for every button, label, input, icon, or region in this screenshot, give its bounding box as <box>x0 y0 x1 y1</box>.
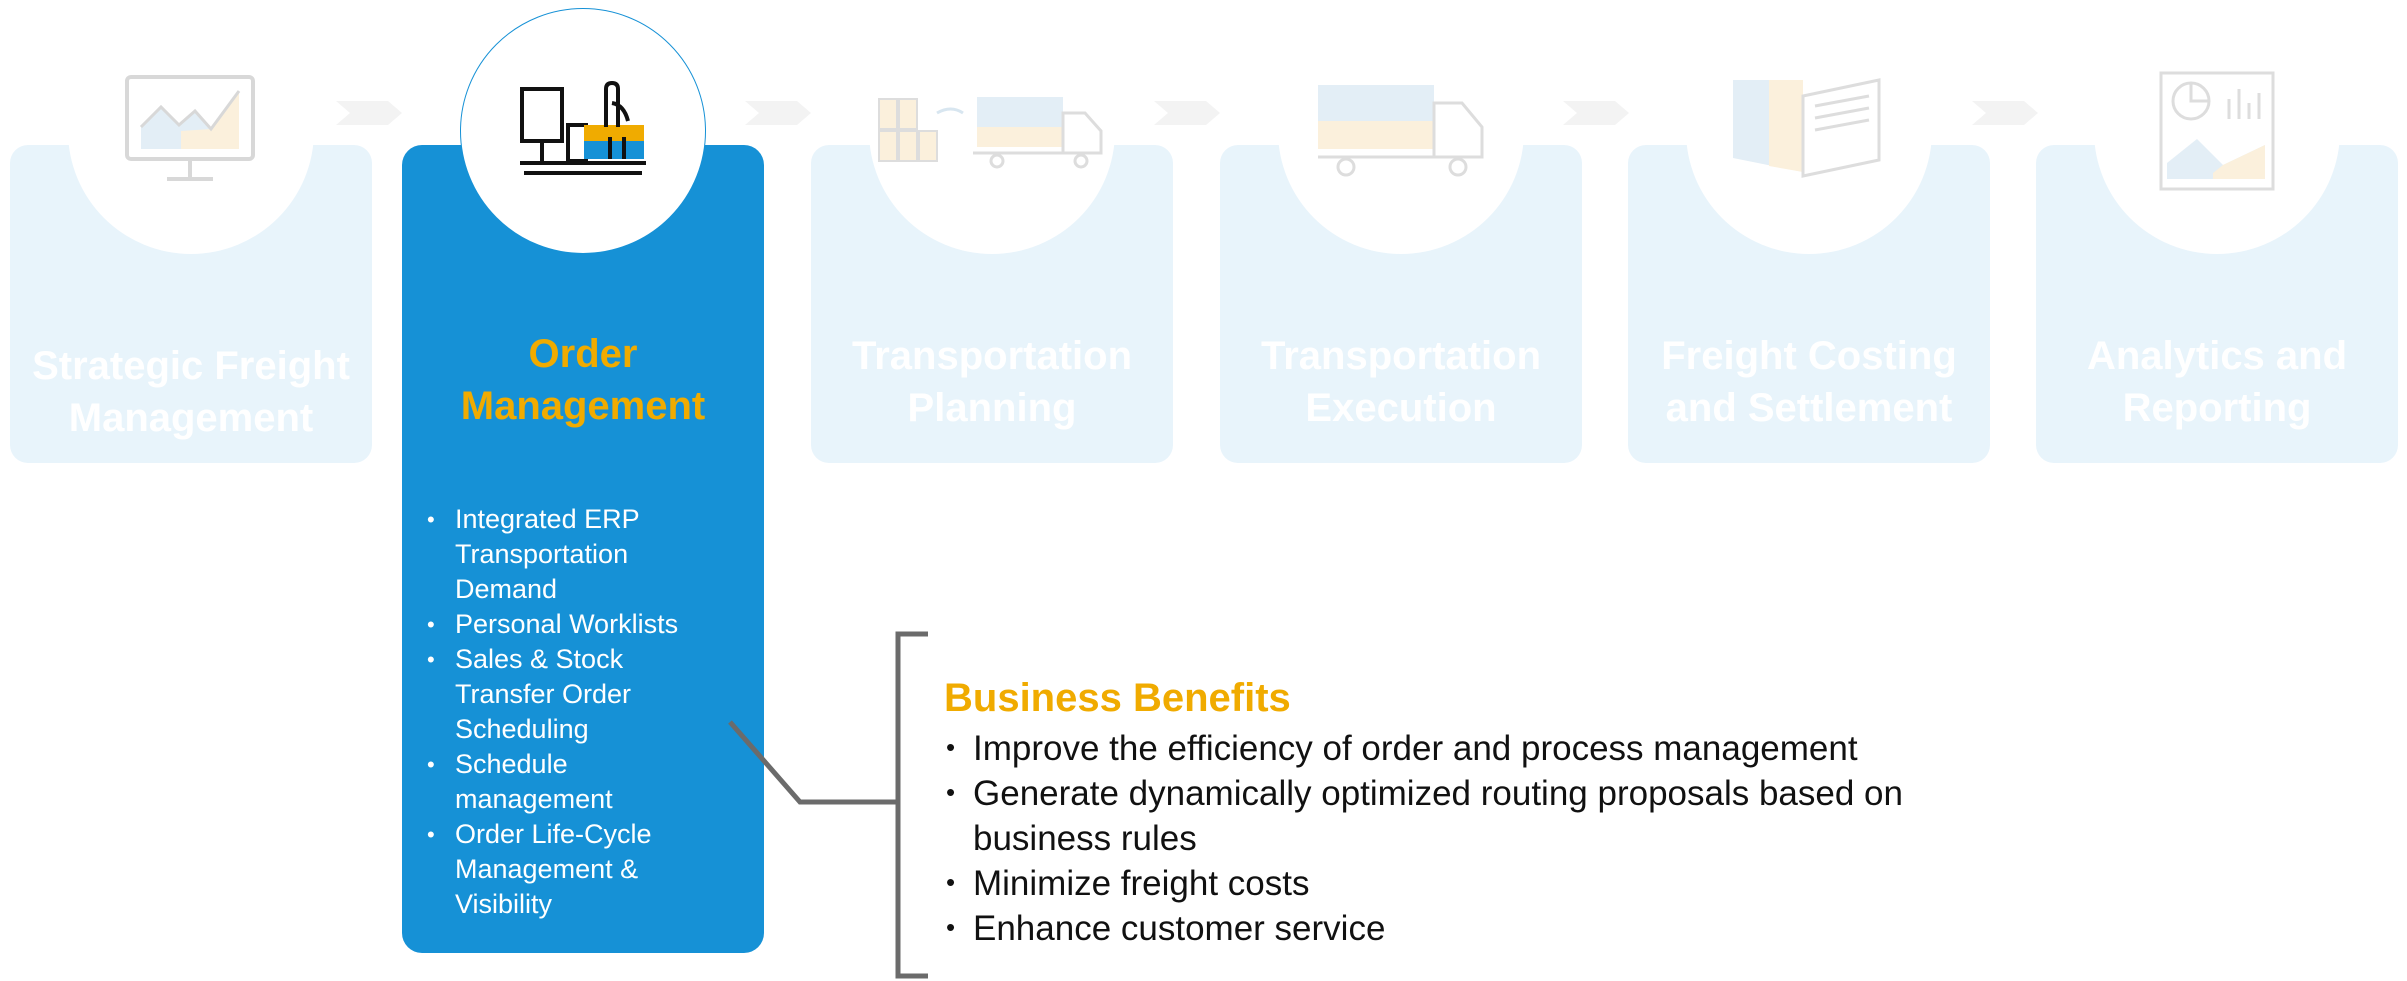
feature-item: Sales & Stock Transfer Order Scheduling <box>420 642 720 747</box>
monitor-chart-icon <box>125 75 255 181</box>
stage-analytics-reporting[interactable]: Analytics and Reporting <box>2036 0 2398 465</box>
business-benefits-title: Business Benefits <box>944 676 1291 720</box>
stage-icon-circle <box>1278 8 1524 254</box>
stage-icon-circle <box>2094 8 2340 254</box>
stage-title: Freight Costing and Settlement <box>1661 334 1957 430</box>
stage-strategic-freight-management[interactable]: Strategic Freight Management <box>10 0 372 465</box>
process-arrow-1 <box>336 101 402 125</box>
invoice-document-icon <box>1733 78 1881 178</box>
stage-icon-circle <box>869 8 1115 254</box>
process-arrow-4 <box>1563 101 1629 125</box>
benefit-item: Minimize freight costs <box>944 860 1944 906</box>
truck-icon <box>1318 85 1484 177</box>
feature-item: Integrated ERP Transportation Demand <box>420 502 720 607</box>
stage-transportation-execution[interactable]: Transportation Execution <box>1220 0 1582 465</box>
stage-freight-costing-settlement[interactable]: Freight Costing and Settlement <box>1628 0 1990 465</box>
feature-item: Order Life-Cycle Management & Visibility <box>420 817 720 922</box>
order-management-feature-list: Integrated ERP Transportation Demand Per… <box>420 502 720 922</box>
stage-icon-circle <box>1686 8 1932 254</box>
desk-worker-icon <box>520 81 646 175</box>
process-arrow-5 <box>1972 101 2038 125</box>
benefit-item: Enhance customer service <box>944 905 1944 951</box>
stage-title: Order Management <box>460 332 706 428</box>
stage-title: Analytics and Reporting <box>2086 334 2348 430</box>
stage-transportation-planning[interactable]: Transportation Planning <box>811 0 1173 465</box>
boxes-to-truck-icon <box>878 97 1103 169</box>
dashboard-report-icon <box>2159 71 2275 191</box>
stage-icon-circle <box>68 8 314 254</box>
stage-title: Transportation Execution <box>1260 334 1542 430</box>
business-benefits-list: Improve the efficiency of order and proc… <box>944 725 1944 951</box>
benefit-item: Generate dynamically optimized routing p… <box>944 770 1933 861</box>
process-arrow-2 <box>745 101 811 125</box>
stage-title: Transportation Planning <box>851 334 1133 430</box>
stage-icon-circle <box>460 8 706 254</box>
feature-item: Schedule management <box>420 747 720 817</box>
stage-title: Strategic Freight Management <box>32 344 350 440</box>
process-arrow-3 <box>1154 101 1220 125</box>
benefit-item: Improve the efficiency of order and proc… <box>944 725 1944 771</box>
feature-item: Personal Worklists <box>420 607 720 642</box>
